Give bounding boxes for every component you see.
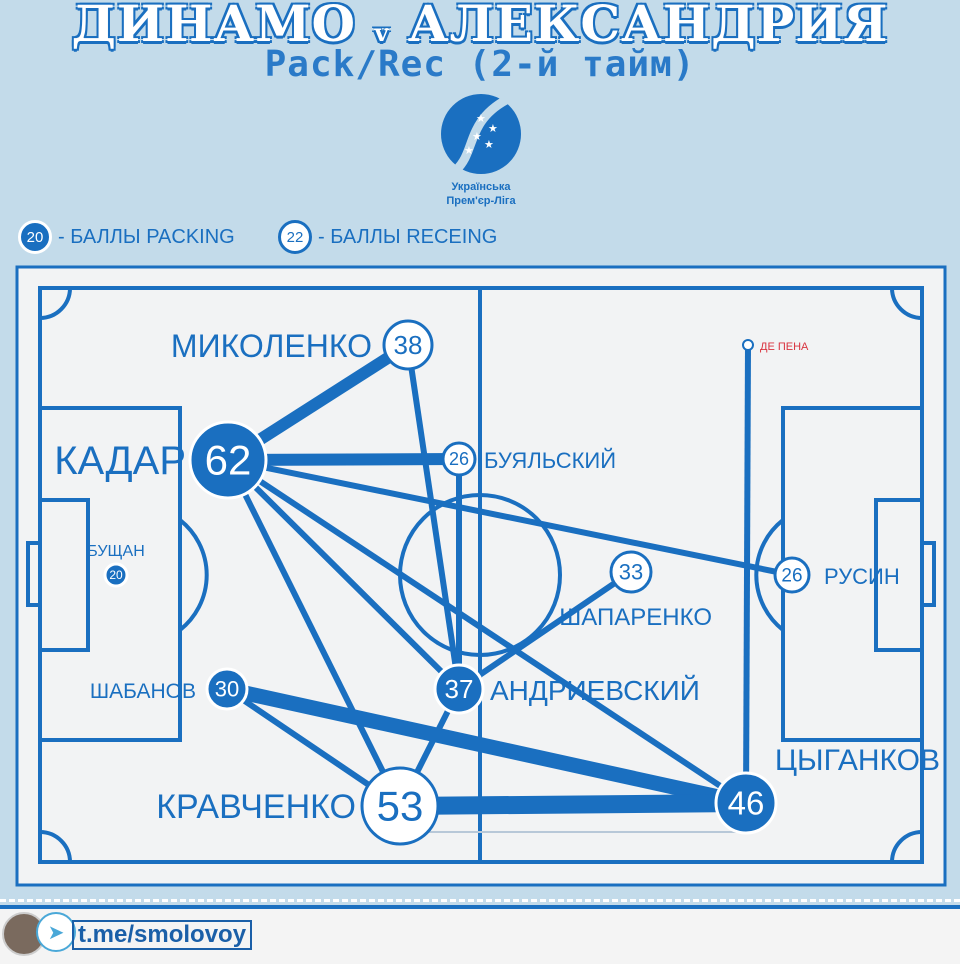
telegram-link[interactable]: t.me/smolovoy xyxy=(72,920,253,950)
versus: v xyxy=(374,18,390,47)
link-shaparenko-andriyevsky xyxy=(457,569,633,692)
logo-line2: Прем'єр-Ліга xyxy=(446,195,516,207)
player-name: ЦЫГАНКОВ xyxy=(775,744,940,777)
player-badge xyxy=(773,556,811,594)
player-value: 46 xyxy=(728,784,765,821)
player-badge xyxy=(714,771,778,835)
svg-text:★: ★ xyxy=(472,131,482,143)
player-badge xyxy=(433,663,485,715)
legend-receing-label: - БАЛЛЫ RECEING xyxy=(318,225,498,248)
legend-receing: 22 - БАЛЛЫ RECEING xyxy=(278,220,497,254)
player-value: 26 xyxy=(781,565,802,586)
player-badge xyxy=(382,319,434,371)
away-team: АЛЕКСАНДРИЯ xyxy=(407,0,889,53)
player-andriyevsky: 37 АНДРИЕВСКИЙ xyxy=(433,663,700,715)
link-kravchenko-tsygankov xyxy=(399,794,747,815)
player-name: АНДРИЕВСКИЙ xyxy=(490,675,700,706)
player-name: ШАБАНОВ xyxy=(90,680,196,703)
player-buyalsky: 26 БУЯЛЬСКИЙ xyxy=(441,441,616,477)
link-depena-tsygankov xyxy=(743,344,751,804)
legend-receing-badge: 22 xyxy=(278,220,312,254)
player-value: 62 xyxy=(205,436,252,483)
link-kadar-andriyevsky xyxy=(225,457,462,692)
player-badge xyxy=(205,667,249,711)
player-shabanov: 30 ШАБАНОВ xyxy=(90,667,249,711)
legend-packing: 20 - БАЛЛЫ PACKING xyxy=(18,220,235,254)
player-name: ДЕ ПЕНА xyxy=(760,341,809,353)
link-kadar-rusin xyxy=(227,457,793,578)
player-kadar: 62 КАДАР xyxy=(54,420,268,500)
subtitle: Pack/Rec (2-й тайм) xyxy=(264,44,696,85)
player-value: 33 xyxy=(619,560,643,585)
player-kravchenko: 53 КРАВЧЕНКО xyxy=(156,766,440,846)
player-value: 53 xyxy=(377,782,424,829)
legend-packing-badge: 20 xyxy=(18,220,52,254)
player-rusin: 26 РУСИН xyxy=(773,556,900,594)
home-team: ДИНАМО xyxy=(71,0,357,53)
player-name: КАДАР xyxy=(54,439,186,483)
player-value: 26 xyxy=(449,449,469,469)
player-name: БУЯЛЬСКИЙ xyxy=(484,448,616,473)
player-badge xyxy=(609,550,653,594)
player-name: ШАПАРЕНКО xyxy=(559,604,712,631)
svg-text:★: ★ xyxy=(476,113,486,125)
link-shabanov-tsygankov xyxy=(225,681,748,811)
link-mykolenko-andriyevsky xyxy=(405,344,462,690)
logo-line1: Українська xyxy=(451,181,511,193)
svg-text:★: ★ xyxy=(464,145,474,157)
player-value: 30 xyxy=(215,677,239,702)
player-mykolenko: 38 МИКОЛЕНКО xyxy=(171,319,434,371)
league-ball-icon: ★★★★★ xyxy=(441,94,521,174)
player-badge xyxy=(360,766,440,846)
player-value: 38 xyxy=(394,330,423,360)
player-name: МИКОЛЕНКО xyxy=(171,328,372,364)
player-badge xyxy=(441,441,477,477)
divider xyxy=(0,899,960,902)
legend-packing-label: - БАЛЛЫ PACKING xyxy=(58,225,235,248)
pass-links xyxy=(224,339,793,815)
svg-text:★: ★ xyxy=(488,123,498,135)
link-kadar-kravchenko xyxy=(225,458,403,808)
player-value: 20 xyxy=(109,568,123,582)
footer xyxy=(0,905,960,964)
player-bushchan: 20 БУЩАН xyxy=(87,543,145,588)
player-name: КРАВЧЕНКО xyxy=(156,788,356,826)
player-depena: ДЕ ПЕНА xyxy=(742,339,809,353)
player-name: РУСИН xyxy=(824,564,900,589)
player-badge xyxy=(103,562,129,588)
player-name: БУЩАН xyxy=(87,543,145,560)
player-tsygankov: 46 ЦЫГАНКОВ xyxy=(714,744,940,835)
match-title: ДИНАМО v АЛЕКСАНДРИЯ xyxy=(0,0,960,53)
svg-text:★: ★ xyxy=(484,139,494,151)
telegram-icon[interactable]: ➤ xyxy=(36,912,76,952)
player-value: 37 xyxy=(445,674,474,704)
player-badge xyxy=(188,420,268,500)
link-kadar-tsygankov xyxy=(226,457,748,806)
player-marker-icon xyxy=(742,339,754,351)
league-logo: ★★★★★ Українська Прем'єр-Ліга xyxy=(436,92,526,212)
